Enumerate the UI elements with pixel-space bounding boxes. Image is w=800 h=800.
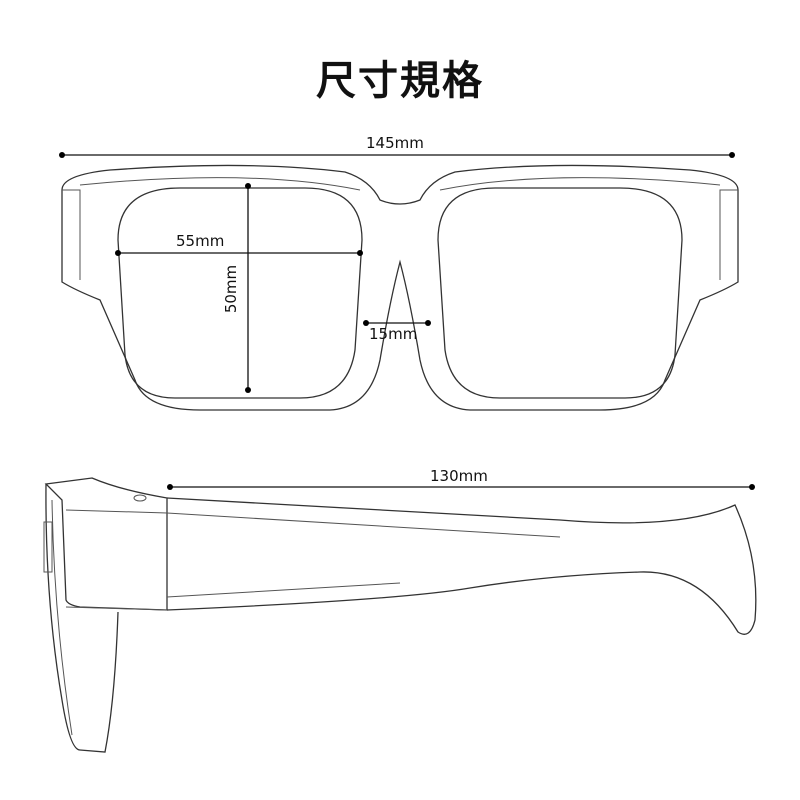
left-lens [117, 187, 363, 399]
lens-height-label: 50mm [222, 264, 241, 314]
side-view [43, 477, 757, 753]
lens-width-label: 55mm [176, 232, 225, 250]
temple [166, 497, 757, 635]
front-view [59, 152, 739, 411]
temple-length-label: 130mm [430, 467, 488, 485]
page-title: 尺寸規格 [316, 58, 484, 104]
frame-outline [61, 164, 739, 411]
right-lens [437, 187, 683, 399]
bridge-width-label: 15mm [369, 325, 418, 343]
front-piece [44, 477, 168, 611]
total-width-label: 145mm [366, 134, 424, 152]
